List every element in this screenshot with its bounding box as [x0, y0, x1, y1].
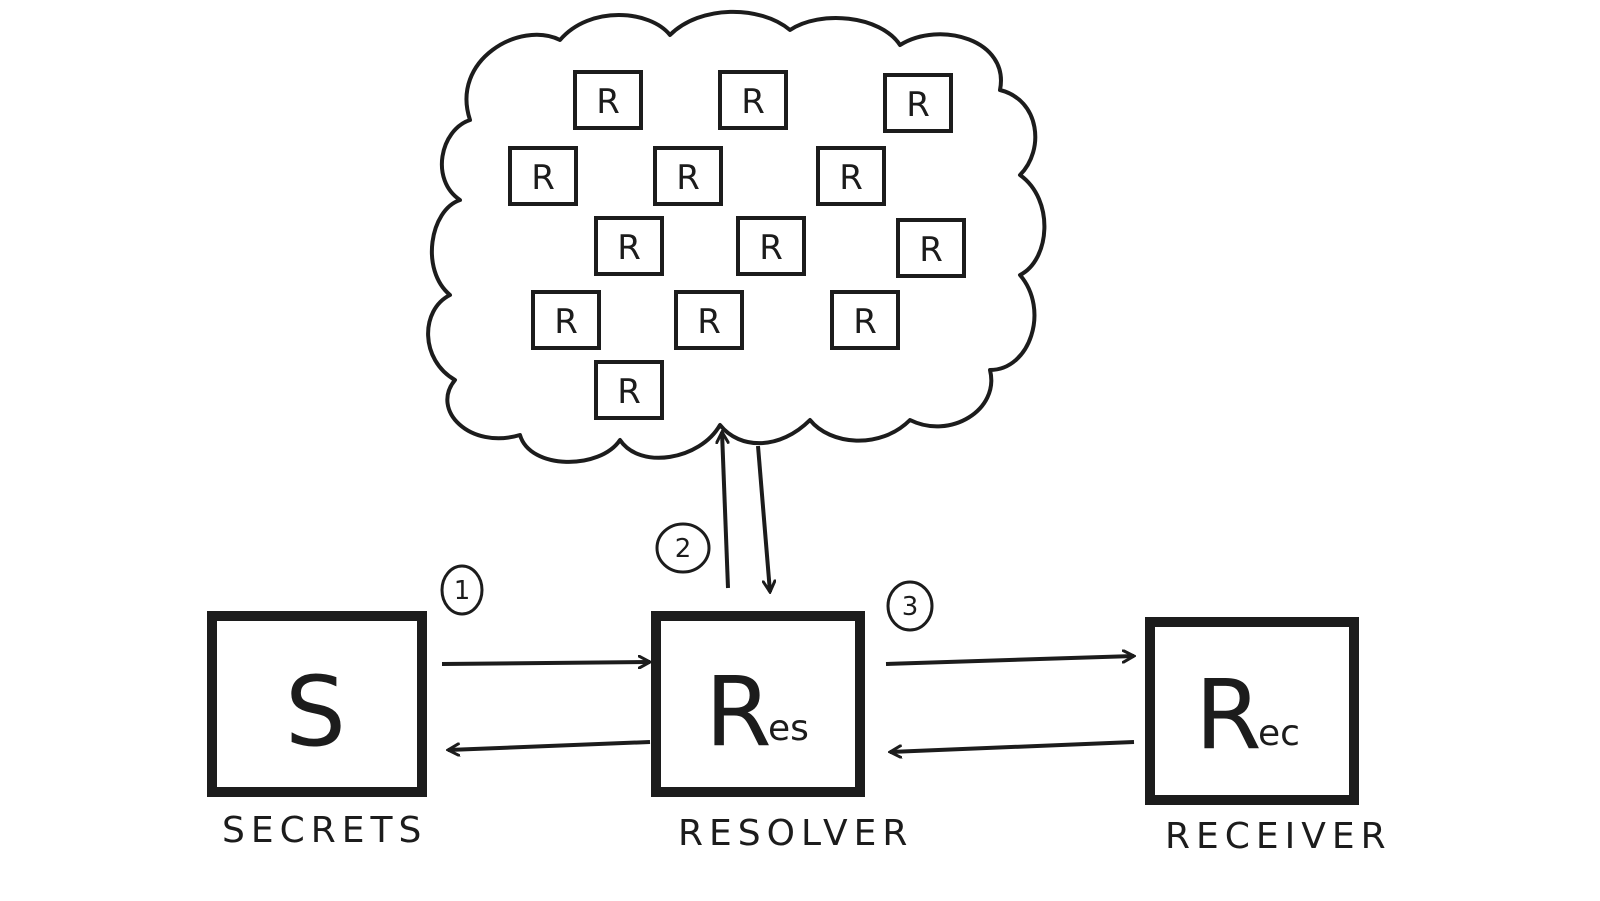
relay-node: R [830, 290, 900, 350]
relay-node: R [883, 73, 953, 133]
step-3-circle [886, 580, 934, 632]
relay-cloud [426, 9, 1047, 464]
relay-node-box [718, 70, 788, 130]
relay-node: R [896, 218, 966, 278]
relay-node-box [653, 146, 723, 206]
relay-node-label: R [596, 82, 620, 122]
relay-node-label: R [617, 372, 641, 412]
relay-node: R [594, 360, 664, 420]
secrets-box [207, 611, 427, 797]
receiver-box [1145, 617, 1359, 805]
relay-node-label: R [697, 302, 721, 342]
relay-node-box [674, 290, 744, 350]
relay-node: R [736, 216, 806, 276]
relay-node-label: R [906, 85, 930, 125]
receiver-glyph-sub: ec [1258, 713, 1300, 754]
resolver-box [651, 611, 865, 797]
relay-node-box [531, 290, 601, 350]
receiver-glyph: R [1195, 659, 1262, 771]
relay-node-label: R [741, 82, 765, 122]
resolver-glyph-sub: es [768, 708, 809, 749]
relay-node-box [594, 360, 664, 420]
step-3-number: 3 [902, 592, 919, 622]
relay-node-box [830, 290, 900, 350]
relay-node-label: R [531, 158, 555, 198]
relay-node: R [531, 290, 601, 350]
step-2-circle [655, 522, 711, 574]
relay-node: R [674, 290, 744, 350]
step-2-number: 2 [675, 534, 692, 564]
relay-node: R [573, 70, 643, 130]
relay-node: R [816, 146, 886, 206]
relay-node-box [573, 70, 643, 130]
secrets-label: SECRETS [222, 810, 427, 851]
arrow-cloud-to-resolver [756, 445, 770, 592]
receiver-label: RECEIVER [1165, 816, 1392, 857]
relay-node-box [594, 216, 664, 276]
arrow-secrets-to-resolver [441, 662, 650, 664]
relay-node-label: R [853, 302, 877, 342]
relay-node: R [653, 146, 723, 206]
relay-node-label: R [919, 230, 943, 270]
relay-node-label: R [676, 158, 700, 198]
arrow-resolver-to-secrets [448, 740, 651, 750]
step-1-circle [440, 564, 484, 616]
relay-node: R [594, 216, 664, 276]
relay-node-label: R [617, 228, 641, 268]
relay-node-box [883, 73, 953, 133]
relay-node: R [508, 146, 578, 206]
step-1-number: 1 [454, 576, 471, 606]
relay-node-box [816, 146, 886, 206]
arrow-resolver-to-cloud [722, 432, 730, 589]
resolver-glyph: R [705, 656, 772, 768]
resolver-label: RESOLVER [678, 813, 913, 854]
relay-node-label: R [839, 158, 863, 198]
arrow-resolver-to-receiver [885, 656, 1134, 666]
relay-node-label: R [554, 302, 578, 342]
arrow-receiver-to-resolver [890, 740, 1135, 752]
relay-node-box [736, 216, 806, 276]
secrets-glyph: S [285, 656, 346, 768]
relay-node-label: R [759, 228, 783, 268]
relay-node: R [718, 70, 788, 130]
relay-node-box [896, 218, 966, 278]
relay-node-box [508, 146, 578, 206]
